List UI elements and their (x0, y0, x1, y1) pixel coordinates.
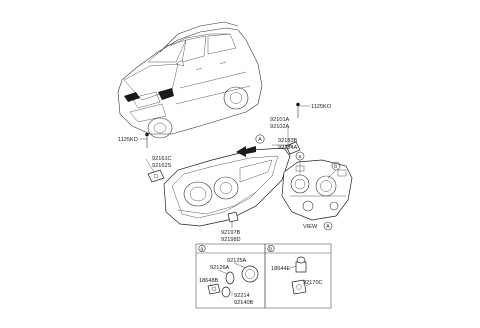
car-illustration (117, 21, 263, 139)
detail-box-a-tag: a (201, 246, 204, 252)
view-label-ref: A (326, 224, 330, 230)
callout-b-text: b (334, 164, 337, 170)
label-92101A: 92101A (270, 117, 290, 123)
cap-92214 (221, 286, 231, 298)
label-1125KD: 1125KD (118, 137, 138, 143)
label-18648B: 18648B (199, 278, 219, 284)
bulb-socket-92125A (241, 265, 259, 283)
clip-92197B (227, 211, 239, 223)
label-92140B: 92140B (234, 300, 254, 306)
label-92162S: 92162S (152, 163, 172, 169)
callout-A-text: A (258, 137, 262, 143)
screw-1125KO (296, 102, 300, 118)
detail-box-b: b 18644E 92170C (264, 243, 332, 309)
label-1125KO: 1125KO (311, 104, 332, 110)
callout-A: A (255, 134, 265, 144)
label-92184A: 92184A (278, 145, 298, 151)
car-headlamp-right (158, 88, 174, 100)
label-92197B: 92197B (221, 230, 241, 236)
detail-box-b-tag: b (269, 246, 272, 252)
label-18644E: 18644E (271, 266, 291, 272)
label-92214: 92214 (234, 293, 250, 299)
rear-view-assembly (281, 159, 353, 221)
bulb-92126A (225, 271, 235, 285)
label-92183B: 92183B (278, 138, 298, 144)
car-headlamp-left (124, 92, 140, 102)
label-92126A: 92126A (210, 265, 230, 271)
detail-box-a: a 92125A 92126A 18648B 92214 92140B (195, 243, 266, 309)
label-92170C: 92170C (303, 280, 323, 286)
callout-a: a (295, 151, 305, 175)
view-label-text: VIEW (303, 224, 318, 230)
label-92125A: 92125A (227, 258, 247, 264)
label-92102A: 92102A (270, 124, 290, 130)
socket-92170C (291, 279, 307, 295)
label-92198D: 92198D (221, 237, 241, 243)
clip-92161C (147, 169, 165, 183)
view-label: VIEW A (303, 221, 333, 231)
view-arrow (236, 146, 256, 157)
bulb-18644E (295, 256, 307, 273)
bulb-18648B (207, 283, 221, 295)
label-92161C: 92161C (152, 156, 172, 162)
screw-1125KD (145, 132, 149, 148)
part-labels: 1125KO 92101A 92102A 1125KD 92183B 92184… (118, 104, 332, 243)
callout-a-text: a (298, 154, 301, 160)
leader-lines (140, 105, 310, 228)
callout-b: b (327, 161, 341, 179)
